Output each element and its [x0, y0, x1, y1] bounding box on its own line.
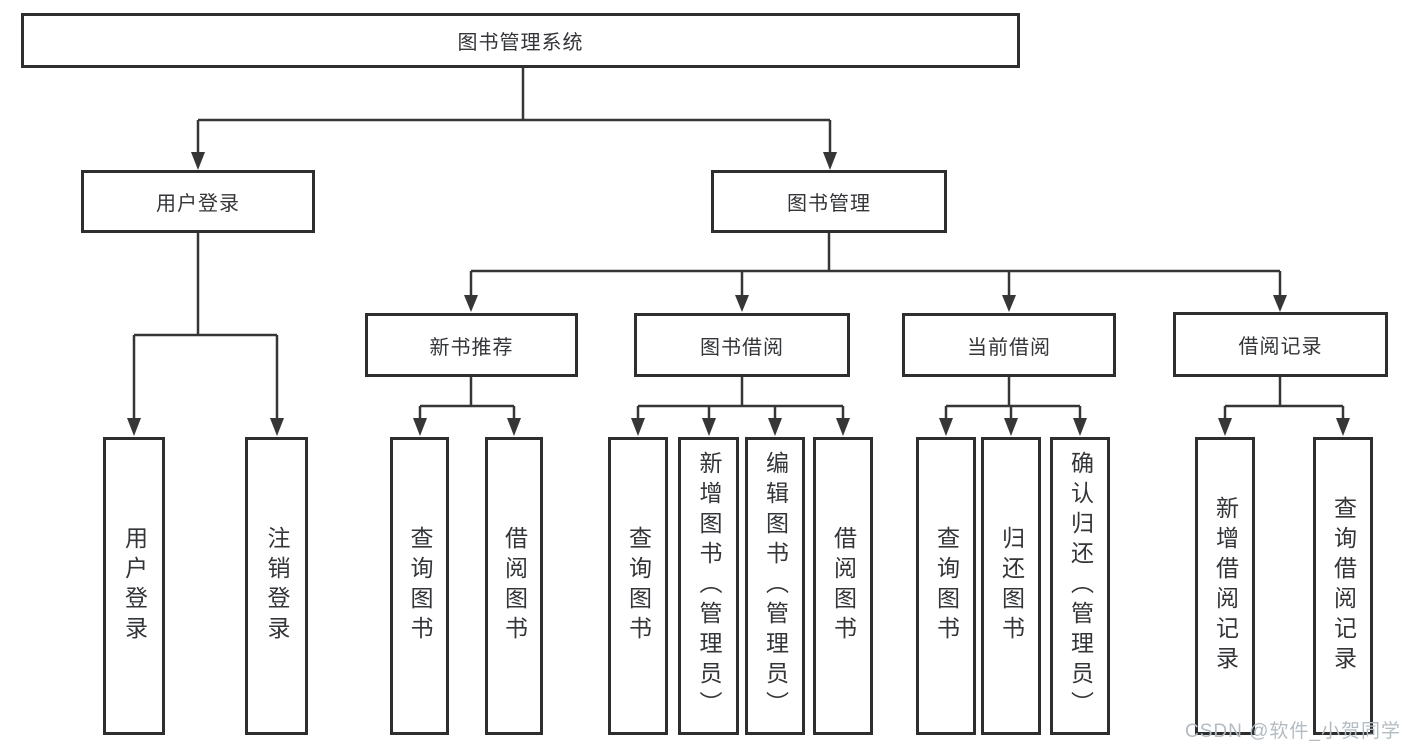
node-label: 查询图书 — [625, 526, 652, 646]
leaf-query-books-1: 查询图书 — [390, 437, 449, 735]
node-label: 当前借阅 — [967, 336, 1051, 359]
node-root-library-system: 图书管理系统 — [21, 13, 1020, 68]
node-label: 图书管理系统 — [457, 32, 584, 54]
csdn-watermark: CSDN @软件_小贺同学 — [1185, 721, 1401, 742]
node-book-borrow: 图书借阅 — [634, 313, 850, 377]
node-label: 新增借阅记录 — [1212, 496, 1239, 676]
arrowhead-icons — [127, 152, 1350, 436]
node-new-book-recommend: 新书推荐 — [365, 313, 578, 377]
node-borrow-records: 借阅记录 — [1173, 312, 1388, 377]
leaf-add-book-admin: 新增图书（管理员） — [678, 437, 739, 735]
node-label: 图书管理 — [787, 193, 871, 215]
leaf-borrow-books-2: 借阅图书 — [813, 437, 873, 735]
node-current-borrow: 当前借阅 — [902, 313, 1116, 377]
node-label: 借阅图书 — [830, 526, 857, 646]
leaf-borrow-books-1: 借阅图书 — [485, 437, 543, 735]
leaf-query-books-2: 查询图书 — [608, 437, 668, 735]
leaf-user-login: 用户登录 — [103, 437, 165, 735]
node-label: 注销登录 — [264, 526, 290, 646]
node-label: 查询图书 — [933, 526, 960, 646]
node-label: 编辑图书（管理员） — [762, 451, 789, 721]
leaf-edit-book-admin: 编辑图书（管理员） — [745, 437, 805, 735]
node-label: 用户登录 — [156, 193, 240, 215]
leaf-logout: 注销登录 — [245, 437, 308, 735]
node-label: 用户登录 — [121, 526, 148, 646]
node-label: 借阅记录 — [1238, 336, 1323, 358]
node-label: 新增图书（管理员） — [696, 451, 722, 721]
leaf-query-books-3: 查询图书 — [916, 437, 976, 735]
node-label: 借阅图书 — [501, 526, 528, 646]
node-label: 确认归还（管理员） — [1067, 451, 1094, 721]
node-label: 图书借阅 — [700, 336, 784, 359]
leaf-add-borrow-record: 新增借阅记录 — [1195, 437, 1255, 735]
node-book-management-branch: 图书管理 — [711, 170, 947, 233]
leaf-confirm-return-admin: 确认归还（管理员） — [1050, 437, 1110, 735]
node-label: 归还图书 — [998, 526, 1025, 646]
node-user-login-branch: 用户登录 — [81, 170, 315, 233]
node-label: 查询借阅记录 — [1330, 496, 1357, 676]
node-label: 查询图书 — [407, 526, 433, 646]
node-label: 新书推荐 — [429, 336, 514, 359]
leaf-return-book: 归还图书 — [981, 437, 1041, 735]
leaf-query-borrow-record: 查询借阅记录 — [1313, 437, 1373, 735]
